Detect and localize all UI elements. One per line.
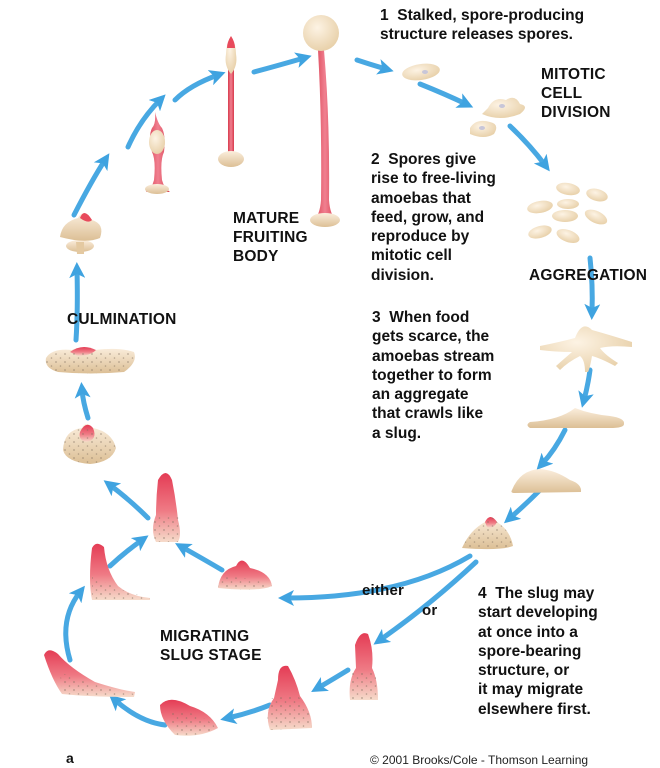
arrow-migrating-1 xyxy=(311,667,351,693)
arrow-aggregation-to-mound xyxy=(578,367,594,408)
arrow-culmination-up xyxy=(69,262,86,343)
arrow-division-to-amoebas xyxy=(507,123,550,172)
arrow-stage4-to-mature xyxy=(251,52,312,75)
copyright-notice: © 2001 Brooks/Cole - Thomson Learning xyxy=(370,753,589,767)
culmination-stage-3 xyxy=(218,36,244,167)
amoeba-colony xyxy=(527,182,608,243)
label-aggregation: AGGREGATION xyxy=(529,267,648,284)
slug-crawling xyxy=(511,469,582,493)
arrow-migrating-3 xyxy=(108,694,168,728)
spore xyxy=(402,63,440,81)
migrating-slug-2 xyxy=(267,665,312,730)
migrating-slug-1 xyxy=(349,633,379,700)
arrow-mound-to-slug xyxy=(536,427,568,470)
culmination-stage-1 xyxy=(60,212,102,254)
arrow-slug-to-standing xyxy=(175,543,225,573)
arrow-culm-to-stage2 xyxy=(71,153,110,218)
step-3-caption: 3 When food gets scarce, the amoebas str… xyxy=(372,309,495,442)
migrating-slug-3 xyxy=(160,699,218,736)
tipped-mound xyxy=(462,517,513,550)
label-mitotic-cell-division: MITOTIC CELL DIVISION xyxy=(541,66,611,121)
label-migrating-slug-stage: MIGRATING SLUG STAGE xyxy=(160,628,262,664)
arrow-migrating-4 xyxy=(63,585,85,663)
arrow-slug-to-tipped xyxy=(503,487,543,524)
arrow-amoebas-to-aggregation xyxy=(584,255,601,320)
arrow-mound-to-culmination xyxy=(74,382,91,421)
figure-label: a xyxy=(66,750,74,766)
dividing-cell xyxy=(470,97,525,137)
arrow-spore-to-division xyxy=(417,81,474,108)
culmination-stage-2 xyxy=(145,112,170,194)
arrow-stage3-to-stage4 xyxy=(172,70,226,103)
step-1-caption: 1 Stalked, spore-producing structure rel… xyxy=(380,7,585,44)
step-4-caption: 4 The slug may start developing at once … xyxy=(478,585,598,718)
mature-fruiting-body xyxy=(303,15,340,227)
step-2-caption: 2 Spores give rise to free-living amoeba… xyxy=(371,151,496,284)
arrow-standing-to-mound xyxy=(103,480,151,521)
label-culmination: CULMINATION xyxy=(67,311,177,328)
migrating-slug-4 xyxy=(44,650,135,697)
migrating-slug-5 xyxy=(90,543,150,600)
arrow-stage2-to-stage3 xyxy=(125,94,166,150)
label-mature-fruiting-body: MATURE FRUITING BODY xyxy=(233,210,308,265)
arrow-either xyxy=(278,553,473,606)
arrow-migrating-5 xyxy=(107,535,149,569)
standing-slug xyxy=(153,473,180,542)
arrow-migrating-2 xyxy=(220,702,273,725)
slug-mound xyxy=(527,408,625,428)
arrow-fruiting-to-spore xyxy=(354,57,394,75)
arrow-or xyxy=(373,559,479,645)
label-or: or xyxy=(422,602,438,619)
label-either: either xyxy=(362,582,405,599)
culmination-mound xyxy=(45,346,135,374)
tipped-slug-right xyxy=(218,560,272,590)
tipped-mound-left xyxy=(63,424,116,464)
aggregation-streaming xyxy=(540,326,632,372)
